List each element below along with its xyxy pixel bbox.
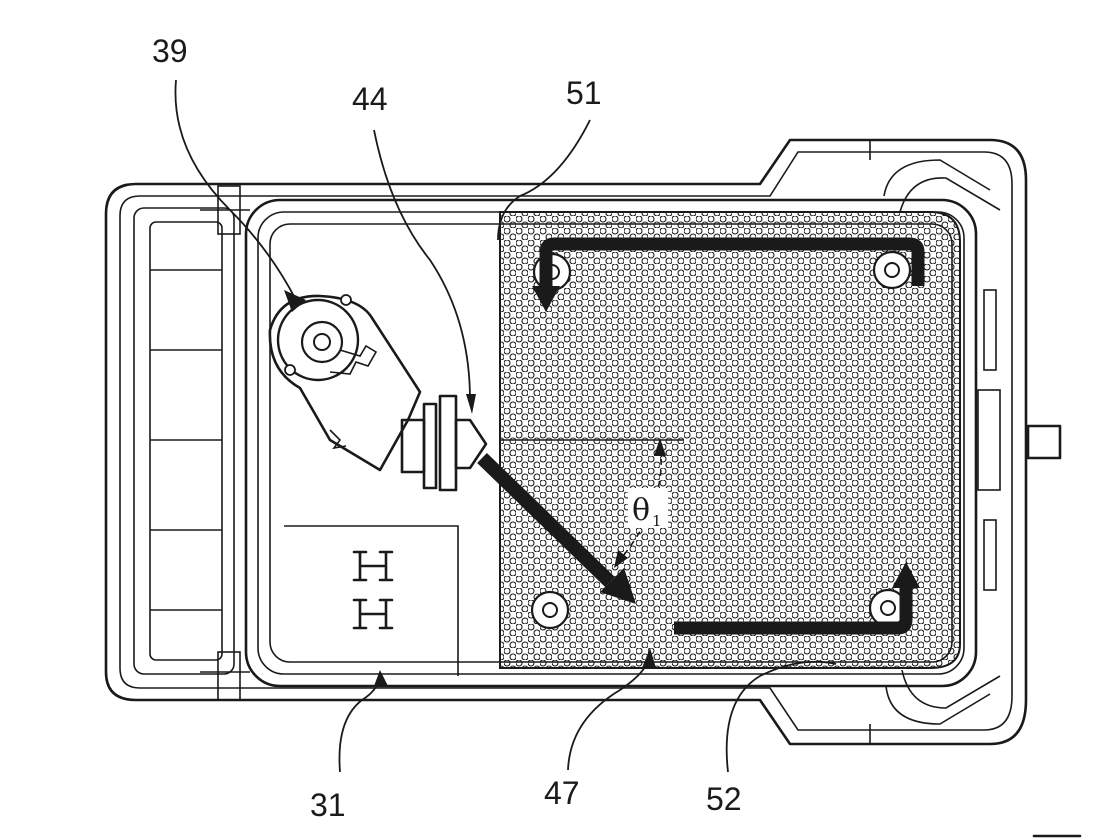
rotary-member	[268, 294, 422, 472]
angle-subscript: 1	[652, 512, 662, 530]
ref-44: 44	[352, 81, 388, 117]
ref-51: 51	[566, 75, 602, 111]
boss-bottom-right	[868, 588, 908, 628]
filter-region	[499, 211, 961, 669]
leader-lines	[174, 79, 837, 773]
angle-construction	[500, 438, 684, 568]
partition	[284, 212, 501, 676]
left-compartment	[133, 185, 250, 701]
component-31	[352, 550, 394, 630]
angle-label: θ 1	[628, 488, 668, 530]
ref-52: 52	[706, 781, 742, 817]
boss-bottom-left	[530, 590, 570, 630]
ref-39: 39	[152, 33, 188, 69]
flow-arrows	[477, 237, 925, 635]
boss-top-right	[872, 250, 912, 290]
nozzle	[400, 394, 488, 492]
outer-housing	[104, 138, 1062, 746]
angle-symbol: θ	[632, 493, 650, 528]
ref-31: 31	[310, 787, 346, 823]
ref-47: 47	[544, 775, 580, 811]
